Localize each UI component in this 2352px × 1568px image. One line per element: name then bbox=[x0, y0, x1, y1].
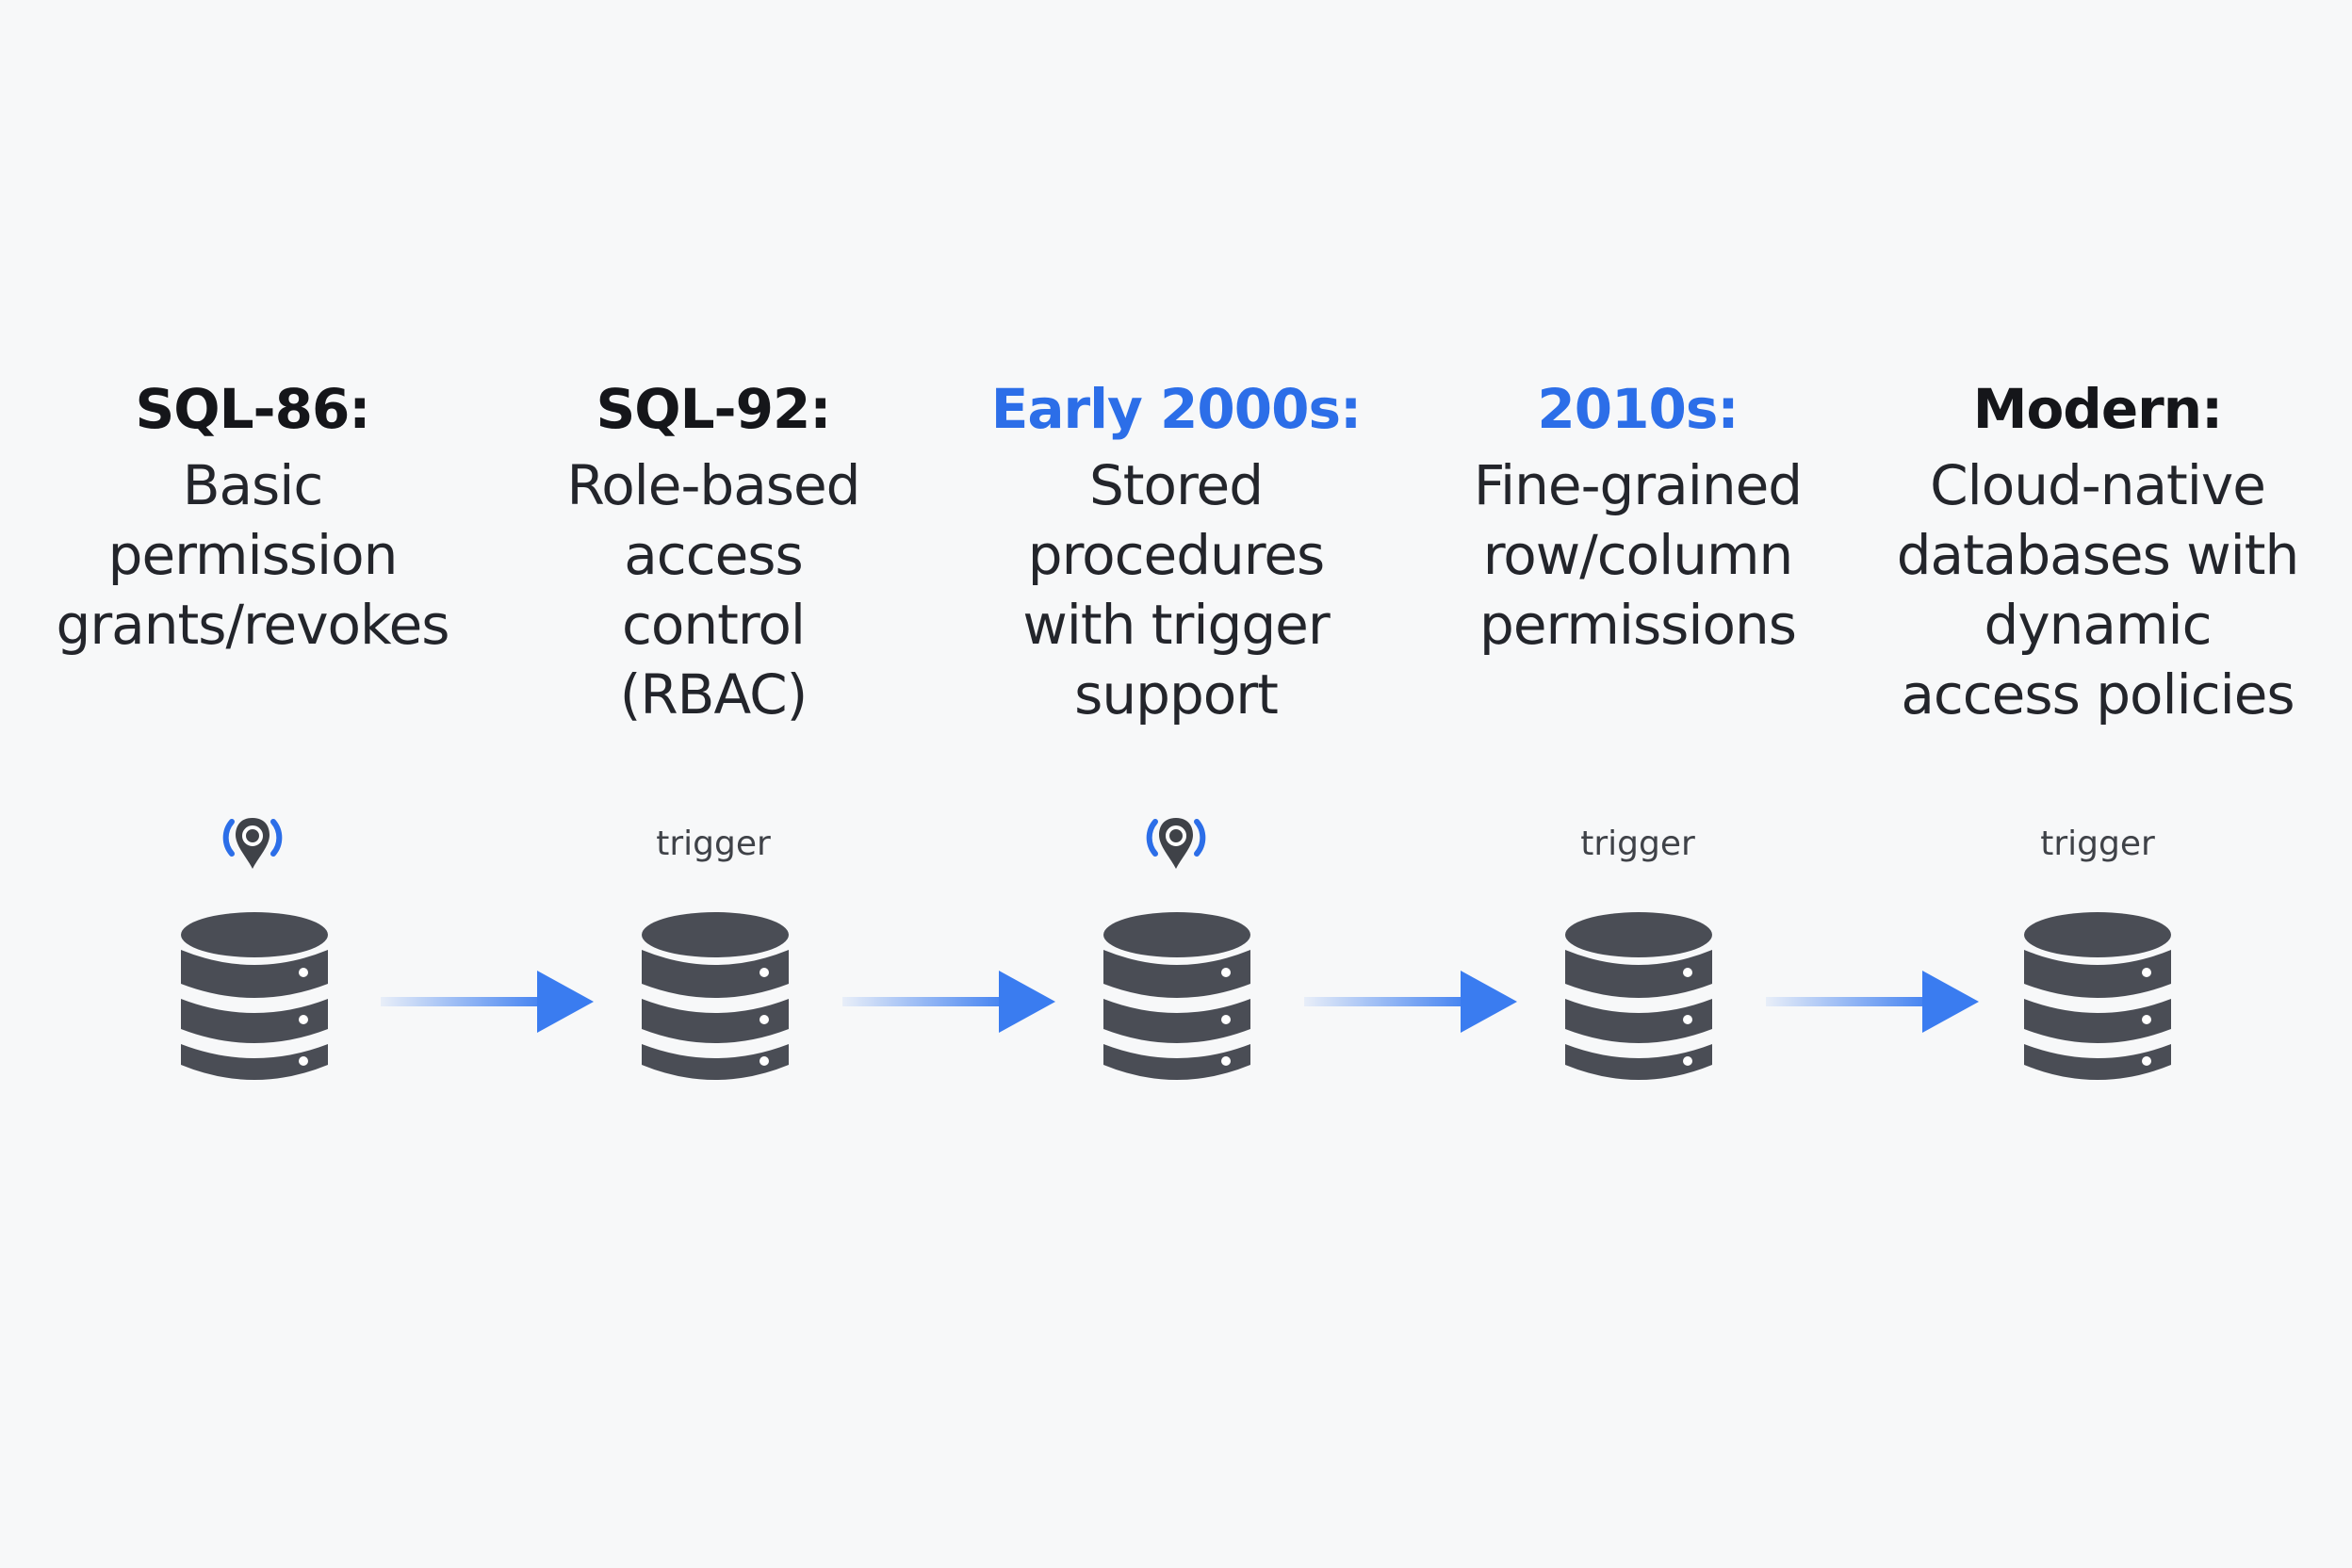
stage-marker: trigger bbox=[1544, 801, 1732, 886]
trigger-label: trigger bbox=[656, 824, 771, 863]
trigger-label: trigger bbox=[1580, 824, 1695, 863]
trigger-label: trigger bbox=[2040, 824, 2155, 863]
database-icon bbox=[1102, 910, 1252, 1087]
stage-marker bbox=[1082, 801, 1270, 886]
signal-location-pin-icon bbox=[213, 808, 292, 878]
stage-description-line: support bbox=[1074, 662, 1279, 727]
stage-early-2000s: Early 2000s: Stored procedures with trig… bbox=[955, 368, 1397, 729]
stage-description-line: control bbox=[621, 593, 806, 657]
stage-description-line: Basic bbox=[182, 453, 324, 517]
stage-description-line: access policies bbox=[1901, 662, 2295, 727]
stage-description-line: Role-based bbox=[566, 453, 861, 517]
stage-description-line: with trigger bbox=[1022, 593, 1330, 657]
stage-description-line: Cloud-native bbox=[1930, 453, 2266, 517]
stage-description-line: permissions bbox=[1479, 593, 1797, 657]
database-icon bbox=[179, 910, 330, 1087]
arrow-right-icon bbox=[842, 967, 1059, 1037]
stage-description-line: row/column bbox=[1482, 523, 1794, 587]
stage-sql-92: SQL-92: Role-based access control (RBAC) bbox=[492, 368, 935, 729]
stage-marker: trigger bbox=[619, 801, 808, 886]
stage-marker: trigger bbox=[2003, 801, 2192, 886]
signal-location-pin-icon bbox=[1136, 808, 1216, 878]
database-icon bbox=[2022, 910, 2173, 1087]
stage-description-line: databases with bbox=[1896, 523, 2300, 587]
stage-description-line: grants/revokes bbox=[56, 593, 450, 657]
stage-description-line: procedures bbox=[1027, 523, 1326, 587]
stage-description-line: Fine-grained bbox=[1473, 453, 1803, 517]
stage-description-line: (RBAC) bbox=[619, 662, 808, 727]
stage-description-line: dynamic bbox=[1984, 593, 2213, 657]
stage-marker bbox=[158, 801, 347, 886]
stage-title: SQL-92: bbox=[596, 377, 831, 441]
database-icon bbox=[1563, 910, 1714, 1087]
stage-2010s: 2010s: Fine-grained row/column permissio… bbox=[1416, 368, 1859, 660]
stage-title: Early 2000s: bbox=[990, 377, 1362, 441]
stage-description-line: permission bbox=[107, 523, 399, 587]
stage-description-line: Stored bbox=[1088, 453, 1264, 517]
stage-title: SQL-86: bbox=[135, 377, 370, 441]
arrow-right-icon bbox=[1766, 967, 1983, 1037]
database-icon bbox=[640, 910, 791, 1087]
stage-title: Modern: bbox=[1972, 377, 2224, 441]
arrow-right-icon bbox=[381, 967, 597, 1037]
arrow-right-icon bbox=[1304, 967, 1521, 1037]
stage-sql-86: SQL-86: Basic permission grants/revokes bbox=[31, 368, 474, 660]
stage-modern: Modern: Cloud-native databases with dyna… bbox=[1876, 368, 2319, 729]
stage-title: 2010s: bbox=[1537, 377, 1739, 441]
stage-description-line: access bbox=[624, 523, 803, 587]
